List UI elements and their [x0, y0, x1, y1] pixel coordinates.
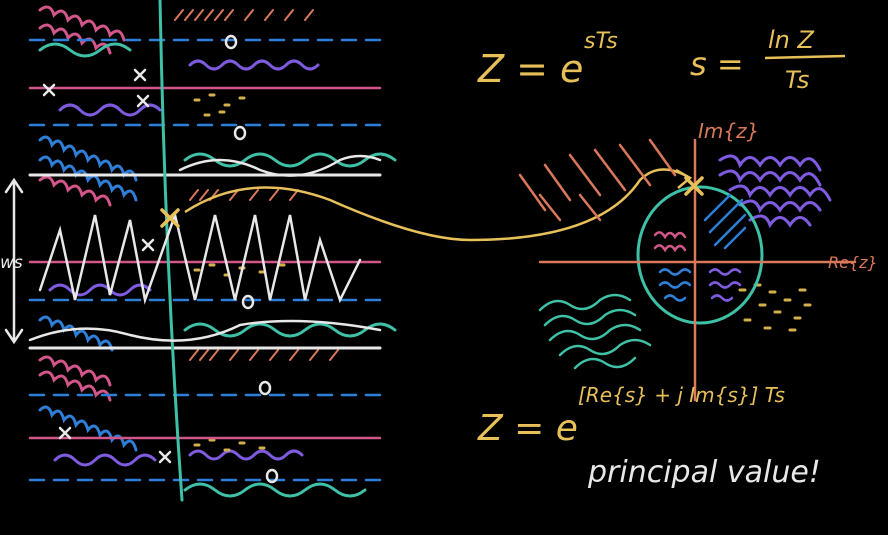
blue-zigzag-1: [38, 135, 138, 182]
blue-wave-q3: [658, 268, 692, 302]
ws-label: ws: [0, 253, 23, 273]
teal-wave-2: [183, 152, 397, 168]
gold-dots-2: [193, 263, 286, 277]
principal-pole-x: [160, 208, 180, 228]
mapping-arrow-head: [675, 168, 693, 189]
zero-o-4: [258, 380, 272, 396]
gold-dots-region: [738, 283, 812, 332]
z-plane: [518, 138, 857, 402]
left-poles: [42, 68, 172, 464]
blue-zigzag-2: [38, 155, 138, 202]
teal-wave-1: [38, 42, 132, 58]
pink-zigzag-5: [38, 370, 112, 402]
ws-arrow-head-top: [4, 177, 24, 194]
pole-x-3: [136, 94, 150, 108]
teal-region: [538, 293, 652, 370]
orange-hatch-2: [189, 189, 299, 201]
purple-wave-3: [53, 453, 157, 467]
pink-zigzag-q2: [653, 231, 687, 253]
purple-wave-5: [188, 449, 304, 461]
zero-o-1: [224, 34, 238, 50]
left-zeros: [224, 34, 279, 484]
pink-zigzag-3: [38, 175, 112, 207]
gold-dots-3: [193, 438, 266, 452]
left-strip: [4, 0, 397, 502]
ws-arrow-head-bottom: [4, 328, 24, 345]
pole-x-5: [58, 426, 72, 440]
pole-x-4: [141, 238, 155, 252]
orange-hatch-3: [189, 349, 339, 361]
blue-hatch-q1: [703, 193, 747, 250]
s-fraction-bar: [764, 54, 846, 60]
circle-pole-x: [684, 176, 704, 196]
real-axis-label: Re{z}: [828, 253, 878, 272]
pole-x-2: [133, 68, 147, 82]
zero-o-2: [233, 125, 247, 141]
gold-dots-1: [193, 93, 246, 117]
bottom-z-eq: Z = e: [477, 408, 578, 449]
imag-axis-label: Im{z}: [698, 119, 759, 143]
orange-hatch-1: [174, 9, 314, 21]
s-eq: s =: [690, 45, 744, 83]
s-num: ln Z: [768, 26, 815, 54]
blue-zigzag-3: [38, 405, 138, 452]
blue-zigzag-4: [38, 315, 114, 352]
bottom-exp: [Re{s} + j Im{s}] Ts: [578, 383, 785, 407]
z-eq-exp: sTs: [584, 29, 618, 54]
z-eq-main: Z = e: [477, 47, 583, 91]
white-zigzag: [38, 210, 362, 305]
pole-x-1: [42, 83, 56, 97]
white-wave-top: [178, 154, 382, 177]
pink-zigzag-1: [38, 5, 126, 42]
pink-zigzag-2: [38, 23, 112, 55]
purple-wave-q4: [708, 268, 742, 302]
purple-wave-4: [188, 59, 320, 71]
s-den: Ts: [785, 66, 809, 94]
principal-value-text: principal value!: [587, 455, 821, 490]
left-vertical-axis: [158, 0, 184, 502]
purple-wave-2: [48, 283, 152, 297]
pink-zigzag-4: [38, 355, 112, 387]
teal-wave-3: [183, 322, 397, 338]
orange-hatch-region: [518, 138, 677, 222]
purple-region: [718, 154, 832, 229]
zero-o-5: [265, 468, 279, 484]
labels: ws Im{z} Re{z} Z = e sTs s = ln Z Ts Z =…: [0, 26, 878, 490]
mapping-arrow: [184, 168, 691, 242]
purple-wave-1: [58, 103, 162, 117]
white-wave-bottom: [28, 319, 382, 342]
teal-wave-4: [183, 482, 367, 498]
unit-circle: [636, 185, 764, 325]
zero-o-3: [241, 294, 255, 310]
pole-x-6: [158, 450, 172, 464]
